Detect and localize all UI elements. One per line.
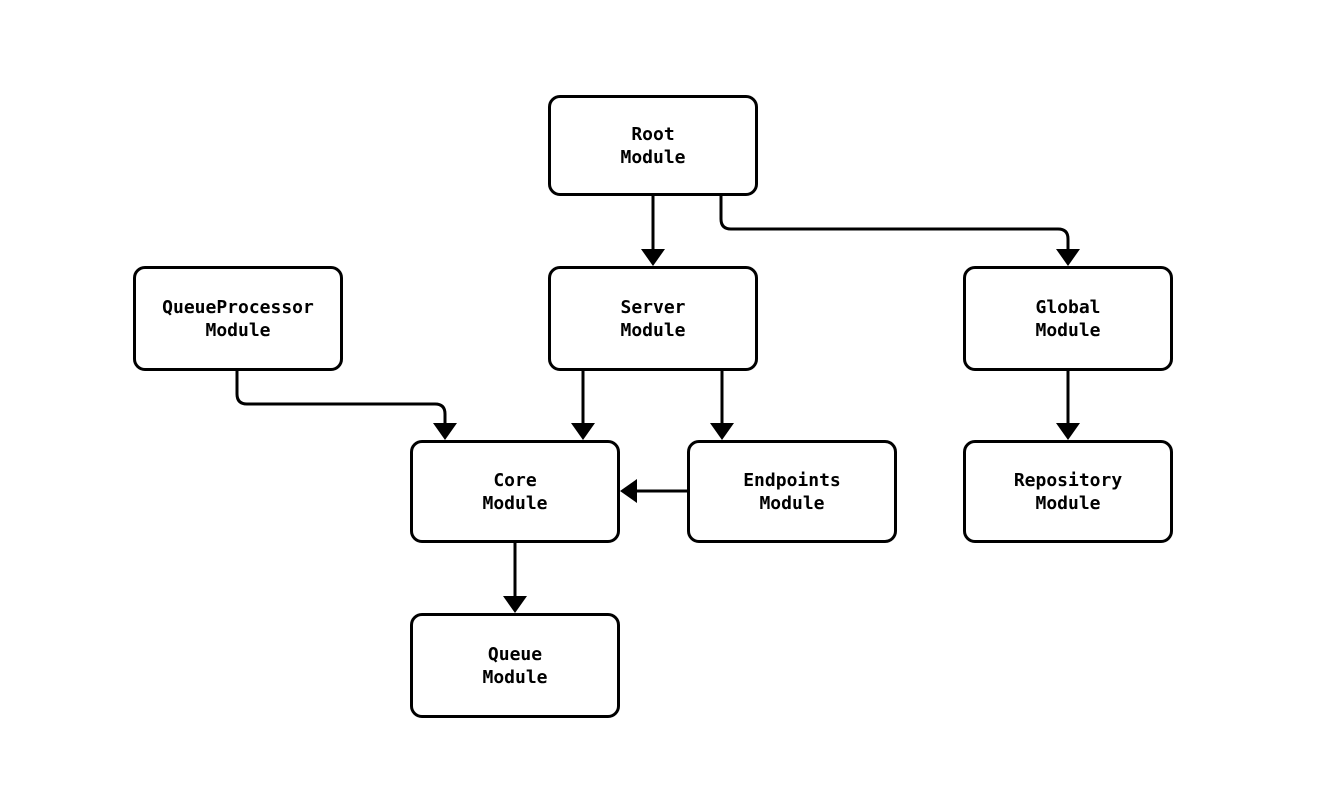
node-root[interactable]: Root Module: [548, 95, 758, 196]
arrowhead-server-core: [571, 423, 595, 440]
node-queue-label: Queue Module: [482, 643, 548, 688]
node-core-label: Core Module: [482, 469, 548, 514]
node-repository-label: Repository Module: [1013, 469, 1123, 514]
arrowhead-queueprocessor-core: [433, 423, 457, 440]
node-core[interactable]: Core Module: [410, 440, 620, 543]
arrowhead-core-queue: [503, 596, 527, 613]
arrowhead-endpoints-core: [620, 479, 637, 503]
node-global-label: Global Module: [1035, 296, 1101, 341]
arrowhead-global-repository: [1056, 423, 1080, 440]
node-repository[interactable]: Repository Module: [963, 440, 1173, 543]
node-queueprocessor-label: QueueProcessor Module: [162, 296, 314, 341]
node-server-label: Server Module: [620, 296, 686, 341]
node-root-label: Root Module: [620, 123, 686, 168]
node-global[interactable]: Global Module: [963, 266, 1173, 371]
arrowhead-root-server: [641, 249, 665, 266]
edge-queueprocessor-core: [235, 371, 447, 430]
arrowhead-server-endpoints: [710, 423, 734, 440]
node-server[interactable]: Server Module: [548, 266, 758, 371]
node-endpoints-label: Endpoints Module: [743, 469, 841, 514]
node-queue[interactable]: Queue Module: [410, 613, 620, 718]
arrowhead-root-global: [1056, 249, 1080, 266]
node-queueprocessor[interactable]: QueueProcessor Module: [133, 266, 343, 371]
edges-group: [235, 196, 1080, 613]
node-endpoints[interactable]: Endpoints Module: [687, 440, 897, 543]
edge-root-global: [719, 196, 1070, 256]
